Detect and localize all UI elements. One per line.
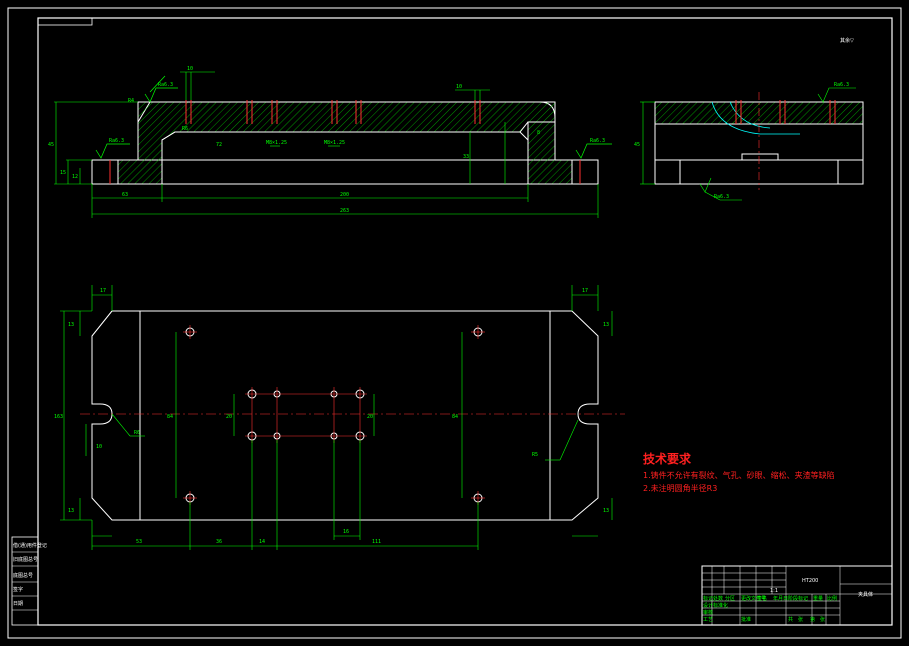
dim-top-13a: 13 (68, 322, 74, 328)
dim-top-36: 36 (216, 539, 222, 545)
side-stamp-label: 签字 (13, 586, 23, 593)
roughness-top-left: Ra6.3 (158, 82, 173, 88)
dim-top-20b: 20 (367, 414, 373, 420)
top-view-outline (91, 310, 599, 521)
title-block-material: HT200 (802, 578, 818, 584)
title-block-label: 年月日 (773, 595, 788, 602)
title-block-label: 批准 (741, 616, 751, 623)
dim-front-10a: 10 (187, 66, 193, 72)
roughness-general: 其余▽ (840, 37, 854, 44)
dim-side-45: 45 (634, 142, 640, 148)
dim-front-15: 15 (60, 170, 66, 176)
dim-top-13d: 13 (603, 508, 609, 514)
dim-top-84b: 84 (452, 414, 458, 420)
dim-front-r6: R6 (182, 126, 188, 132)
tech-req-line-1: 1.铸件不允许有裂纹、气孔、砂眼、缩松、夹渣等缺陷 (643, 470, 835, 480)
dim-top-20a: 20 (226, 414, 232, 420)
dim-top-10: 10 (96, 444, 102, 450)
dim-top-13b: 13 (68, 508, 74, 514)
roughness-left: Ra6.3 (109, 138, 124, 144)
title-block-label: 标准化 (713, 602, 728, 609)
dim-top-r5: R5 (532, 452, 538, 458)
dim-top-111: 111 (372, 539, 381, 545)
inner-frame (37, 17, 893, 626)
tech-req-line-2: 2.未注明圆角半径R3 (643, 483, 717, 493)
title-block-label: 重量 (813, 595, 823, 602)
dim-front-63: 63 (122, 192, 128, 198)
title-block-label: 共 (788, 616, 793, 623)
tech-requirements: 技术要求 1.铸件不允许有裂纹、气孔、砂眼、缩松、夹渣等缺陷 2.未注明圆角半径… (643, 451, 835, 493)
dim-front-r4: R4 (128, 98, 134, 104)
dim-front-72: 72 (216, 142, 222, 148)
side-stamp-label: 底图总号 (13, 572, 33, 579)
title-block-label: 比例 (827, 595, 837, 602)
title-block-label: 标记 (703, 595, 713, 602)
roughness-side-bottom: Ra6.3 (714, 194, 729, 200)
dim-front-m8b: M8×1.25 (324, 140, 345, 146)
outer-border (7, 7, 902, 639)
title-block-label: 工艺 (703, 617, 713, 623)
title-block-label: 处数 (713, 595, 723, 602)
dim-front-33: 33 (463, 154, 469, 160)
dim-top-84a: 84 (167, 414, 173, 420)
dim-front-m8a: M8×1.25 (266, 140, 287, 146)
dim-front-45: 45 (48, 142, 54, 148)
dim-top-17r: 17 (582, 288, 588, 294)
dim-top-53: 53 (136, 539, 142, 545)
title-block-label: 张 (820, 616, 825, 623)
title-block-label: 张 (798, 616, 803, 623)
title-block-label: 签名 (757, 595, 767, 602)
roughness-right: Ra6.3 (590, 138, 605, 144)
title-block-scale: 1:1 (770, 588, 778, 594)
tech-req-title: 技术要求 (643, 451, 692, 466)
title-block-label: 分区 (725, 595, 735, 602)
dim-front-8: 8 (537, 130, 540, 136)
title-block: HT200 夹具体 1:1 标记处数分区更改文件号签名年月日设计标准化 阶段标记重… (701, 565, 893, 626)
top-left-tab (37, 17, 93, 26)
dim-front-12: 12 (72, 174, 78, 180)
title-block-label: 设计 (703, 602, 713, 609)
dim-front-200: 200 (340, 192, 349, 198)
side-view: 45 Ra6.3 Ra6.3 其余▽ (634, 37, 864, 201)
side-stamp-label: 日期 (13, 601, 23, 607)
dim-front-263: 263 (340, 208, 349, 214)
side-stamp-label: 旧底图总号 (13, 556, 38, 563)
title-block-label: 阶段标记 (788, 595, 808, 602)
dim-front-10b: 10 (456, 84, 462, 90)
front-section-view: Ra6.3 Ra6.3 Ra6.3 10 10 R4 R6 45 15 12 7… (48, 66, 612, 218)
dim-top-17: 17 (100, 288, 106, 294)
dim-top-163: 163 (54, 414, 63, 420)
side-stamp-label: 借(通)用件登记 (13, 542, 47, 549)
dim-top-16: 16 (343, 529, 349, 535)
dim-top-r6: R6 (134, 430, 140, 436)
dim-top-13c: 13 (603, 322, 609, 328)
title-block-label: 第 (810, 616, 815, 623)
title-block-part-name: 夹具体 (858, 591, 873, 598)
top-view: 17 17 13 13 13 13 10 163 R6 R5 84 84 20 … (54, 285, 625, 550)
dim-top-14: 14 (259, 539, 265, 545)
title-block-label: 更改文件号 (741, 595, 766, 602)
title-block-label: 审核 (703, 609, 713, 616)
roughness-side: Ra6.3 (834, 82, 849, 88)
